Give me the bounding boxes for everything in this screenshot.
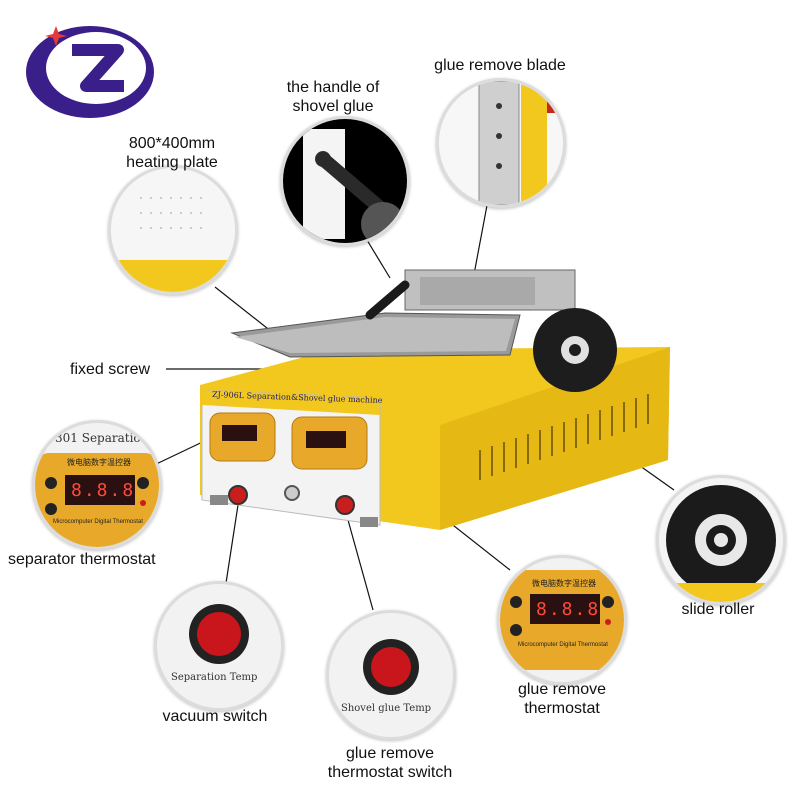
label-glue-thermostat-line1: glue remove [517, 681, 607, 698]
separator-zoom-footer: Microcomputer Digital Thermostat [53, 519, 143, 525]
label-glue-switch-line1: glue remove [345, 745, 435, 762]
label-fixed-screw: fixed screw [70, 361, 151, 378]
zoom-vacuum-switch: Separation Temp [154, 581, 284, 711]
separator-zoom-title: 301 Separatio [55, 431, 141, 445]
zoom-glue-thermostat: 微电脑数字温控器 8.8.8 Microcomputer Digital The… [497, 555, 627, 685]
separator-machine: ZJ-906L Separation&Shovel glue machine [180, 255, 680, 545]
label-glue-blade: glue remove blade [434, 57, 566, 74]
zoom-separator-thermostat: 301 Separatio 微电脑数字温控器 8.8.8 Microcomput… [32, 420, 162, 550]
vacuum-zoom-label: Separation Temp [171, 672, 258, 683]
company-logo [20, 14, 160, 124]
separator-zoom-chinese: 微电脑数字温控器 [67, 458, 131, 467]
label-heating-plate-line1: 800*400mm [128, 135, 216, 152]
zoom-glue-blade [436, 78, 566, 208]
label-heating-plate: 800*400mm heating plate [112, 134, 232, 172]
label-separator-thermostat: separator thermostat [8, 551, 156, 568]
glue-switch-zoom-label: Shovel glue Temp [341, 703, 432, 714]
label-handle-line1: the handle of [286, 79, 380, 96]
glue-thermo-display: 8.8.8 [536, 599, 601, 620]
label-heating-plate-line2: heating plate [126, 154, 218, 171]
zoom-shovel-handle [280, 116, 410, 246]
zoom-glue-switch: Shovel glue Temp [326, 610, 456, 740]
label-handle-line2: shovel glue [292, 98, 374, 115]
label-vacuum-switch: vacuum switch [162, 708, 268, 725]
zoom-heating-plate [108, 165, 238, 295]
label-slide-roller: slide roller [681, 601, 755, 618]
glue-thermo-chinese: 微电脑数字温控器 [532, 579, 596, 588]
glue-thermo-footer: Microcomputer Digital Thermostat [518, 642, 608, 648]
label-glue-thermostat: glue remove thermostat [500, 680, 624, 718]
label-glue-switch: glue remove thermostat switch [312, 744, 468, 782]
label-glue-switch-line2: thermostat switch [327, 764, 453, 781]
separator-zoom-display: 8.8.8 [71, 480, 136, 501]
label-glue-thermostat-line2: thermostat [524, 700, 600, 717]
zoom-slide-roller [656, 475, 786, 605]
label-handle: the handle of shovel glue [268, 78, 398, 116]
